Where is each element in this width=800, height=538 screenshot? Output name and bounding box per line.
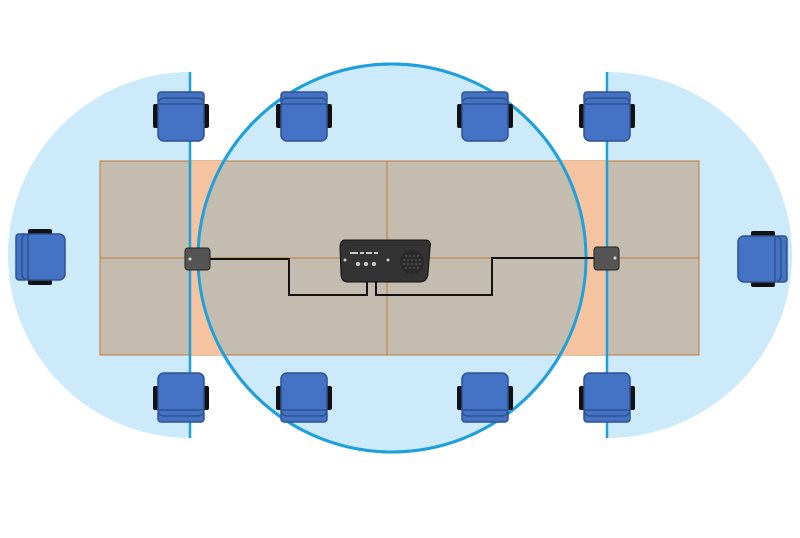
chair-icon (737, 231, 788, 287)
table-end-right (606, 160, 700, 259)
chair-icon (457, 372, 513, 423)
cable-right (375, 257, 596, 296)
table-end-right-bottom (606, 257, 700, 356)
chair-icon (153, 91, 209, 142)
chair-icon (15, 229, 66, 285)
chair-icon (276, 372, 332, 423)
chair-icon (579, 91, 635, 142)
speakerphone-icon[interactable] (339, 239, 431, 283)
chair-icon (579, 372, 635, 423)
extension-microphone-icon[interactable] (593, 246, 620, 271)
cable-left (208, 258, 368, 296)
chair-icon (153, 372, 209, 423)
table-end-left (99, 160, 191, 259)
chair-icon (276, 91, 332, 142)
chair-icon (457, 91, 513, 142)
table-end-left-bottom (99, 257, 191, 356)
extension-microphone-icon[interactable] (184, 247, 211, 271)
